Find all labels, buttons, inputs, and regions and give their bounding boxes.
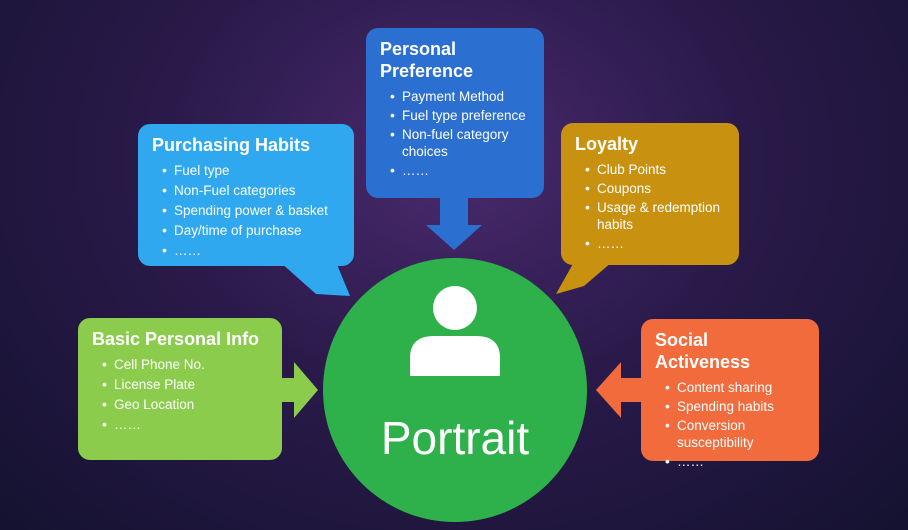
personal-preference-title: Personal Preference bbox=[380, 38, 530, 82]
list-item: …… bbox=[585, 235, 725, 252]
basic-personal-info-list: Cell Phone No. License Plate Geo Locatio… bbox=[92, 356, 268, 433]
list-item: Non-Fuel categories bbox=[162, 182, 340, 199]
social-activeness-list: Content sharing Spending habits Conversi… bbox=[655, 379, 805, 470]
personal-preference-arrow bbox=[426, 196, 482, 250]
portrait-circle: Portrait bbox=[323, 258, 587, 522]
list-item: Content sharing bbox=[665, 379, 805, 396]
list-item: Coupons bbox=[585, 180, 725, 197]
basic-info-arrow bbox=[282, 362, 318, 418]
list-item: Fuel type bbox=[162, 162, 340, 179]
list-item: …… bbox=[102, 416, 268, 433]
person-icon bbox=[410, 286, 500, 376]
purchasing-habits-tail bbox=[280, 262, 350, 296]
list-item: Spending habits bbox=[665, 398, 805, 415]
purchasing-habits-list: Fuel type Non-Fuel categories Spending p… bbox=[152, 162, 340, 259]
loyalty-title: Loyalty bbox=[575, 134, 639, 154]
portrait-label: Portrait bbox=[380, 412, 530, 464]
list-item: Non-fuel category choices bbox=[390, 126, 530, 160]
loyalty-box: Loyalty Club Points Coupons Usage & rede… bbox=[561, 123, 739, 265]
list-item: Fuel type preference bbox=[390, 107, 530, 124]
list-item: Usage & redemption habits bbox=[585, 199, 725, 233]
social-activeness-box: Social Activeness Content sharing Spendi… bbox=[641, 319, 819, 470]
list-item: Geo Location bbox=[102, 396, 268, 413]
list-item: License Plate bbox=[102, 376, 268, 393]
purchasing-habits-box: Purchasing Habits Fuel type Non-Fuel cat… bbox=[138, 124, 354, 266]
list-item: Day/time of purchase bbox=[162, 222, 340, 239]
list-item: Payment Method bbox=[390, 88, 530, 105]
list-item: Cell Phone No. bbox=[102, 356, 268, 373]
basic-personal-info-box: Basic Personal Info Cell Phone No. Licen… bbox=[78, 318, 282, 460]
purchasing-habits-title: Purchasing Habits bbox=[152, 135, 311, 155]
list-item: Spending power & basket bbox=[162, 202, 340, 219]
loyalty-list: Club Points Coupons Usage & redemption h… bbox=[575, 161, 725, 252]
personal-preference-title-line2: Preference bbox=[380, 61, 474, 81]
list-item: …… bbox=[665, 453, 805, 470]
social-activeness-title: Social Activeness bbox=[655, 330, 751, 372]
personal-preference-title-line1: Personal bbox=[380, 39, 457, 59]
loyalty-tail bbox=[556, 262, 612, 294]
list-item: …… bbox=[390, 162, 530, 179]
social-activeness-arrow bbox=[596, 362, 641, 418]
list-item: Conversion susceptibility bbox=[665, 417, 805, 451]
personal-preference-box: Personal Preference Payment Method Fuel … bbox=[366, 28, 544, 198]
list-item: Club Points bbox=[585, 161, 725, 178]
personal-preference-list: Payment Method Fuel type preference Non-… bbox=[380, 88, 530, 179]
basic-personal-info-title: Basic Personal Info bbox=[92, 329, 260, 349]
list-item: …… bbox=[162, 242, 340, 259]
